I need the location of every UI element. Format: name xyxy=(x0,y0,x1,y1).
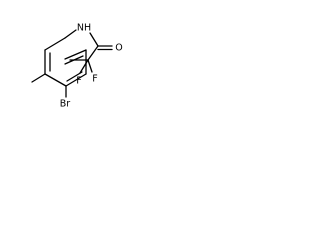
lactam-ring xyxy=(64,29,99,61)
bond-n1-c2 xyxy=(89,32,99,47)
bond-c3-f-bottom xyxy=(79,59,89,74)
bond-c5-methyl xyxy=(31,73,46,83)
nh-label: NH xyxy=(77,23,91,34)
fluorine-label-top: F xyxy=(92,74,97,85)
bond-c3-f-top xyxy=(87,59,93,73)
bromine-label: Br xyxy=(60,99,71,110)
bond-c7a-c7 xyxy=(64,49,87,60)
bond-c5-c4 xyxy=(44,73,67,87)
oxygen-label: O xyxy=(115,43,122,54)
bond-c6-c5-inner xyxy=(66,71,83,82)
bond-c2-c3 xyxy=(87,45,99,61)
fluorine-label-bottom: F xyxy=(76,76,81,87)
molecule-diagram: NH O Br F F xyxy=(31,23,123,110)
bond-c6-c5 xyxy=(65,73,87,87)
bond-c3a-c7a xyxy=(44,37,66,51)
bond-c7a-n1 xyxy=(64,29,77,39)
benzene-ring xyxy=(44,37,87,87)
